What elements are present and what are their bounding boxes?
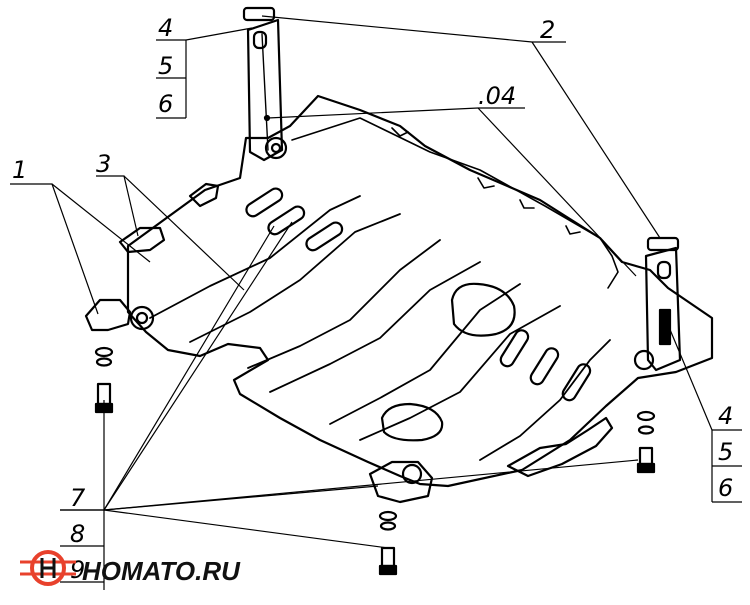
callout-bottom-8: 8 (70, 520, 85, 548)
post-bolt (658, 308, 672, 346)
watermark-logo: HOMATO.RU (20, 550, 241, 586)
logo-text: HOMATO.RU (82, 556, 241, 586)
leader-7b (103, 221, 293, 511)
top-post-edge (261, 33, 269, 151)
vent-slot (245, 187, 284, 218)
post-bolt-hole (270, 142, 282, 154)
post-bolt-head (264, 136, 288, 160)
vent-slot (529, 347, 560, 386)
logo-wing-icon (20, 560, 76, 576)
callout-2: 2 (540, 16, 555, 44)
skid-plate-outline (126, 94, 714, 488)
right-bolt-head (633, 349, 655, 371)
callout-top-4: 4 (158, 14, 173, 42)
rib-1 (149, 195, 361, 319)
leader-3b (123, 175, 245, 291)
vent-slot (499, 329, 530, 368)
leader-3 (96, 175, 139, 237)
logo-emblem-icon (30, 550, 66, 586)
callout-3: 3 (96, 150, 111, 178)
box-bl-lines (60, 509, 105, 590)
top-post-cap (242, 6, 276, 22)
callout-04: .04 (478, 82, 516, 110)
back-flange (291, 117, 619, 289)
front-bolt-head (401, 463, 423, 485)
rib-5 (329, 283, 521, 425)
leader-1 (10, 183, 99, 315)
rib-2 (189, 213, 401, 343)
mount-bolt-head (129, 305, 155, 331)
bolt (638, 446, 654, 466)
callout-top-6: 6 (158, 90, 173, 118)
callout-top-5: 5 (158, 52, 173, 80)
leader-7f (103, 459, 639, 511)
leader-04b (477, 107, 637, 277)
callout-bottom-7: 7 (70, 484, 86, 512)
left-rear-bracket (118, 226, 166, 254)
leader-2 (261, 15, 566, 43)
logo-h-icon (40, 558, 56, 578)
vent-slot (561, 363, 592, 402)
front-left-bracket (368, 460, 434, 504)
leader-7d (103, 509, 389, 549)
back-flange-notches (391, 127, 581, 235)
mount-bolt-hole (135, 311, 149, 325)
right-post-cap (646, 236, 680, 252)
leader-7c (103, 225, 275, 511)
left-tab (188, 182, 220, 208)
leader-tl (185, 27, 253, 41)
washer (378, 510, 398, 522)
spring-washer (95, 357, 113, 367)
callout-right-6: 6 (718, 474, 733, 502)
bolt-head (636, 462, 656, 474)
right-post-slot (656, 260, 672, 280)
drain-opening (450, 282, 516, 337)
bolt-head (378, 564, 398, 576)
rib-6 (359, 305, 561, 441)
callout-1: 1 (12, 156, 27, 184)
callout-right-5: 5 (718, 438, 733, 466)
leader-2b (531, 41, 661, 239)
leader-1b (51, 183, 151, 263)
top-post (246, 18, 284, 162)
left-bracket (84, 298, 132, 332)
washer (94, 346, 114, 358)
rib-4 (269, 261, 481, 393)
rib-7 (479, 339, 611, 461)
box-rl-lines (711, 429, 742, 503)
spring-washer (379, 521, 397, 531)
front-right-bracket (506, 416, 614, 478)
spring-washer (637, 425, 655, 435)
bolt (380, 546, 396, 568)
washer (636, 410, 656, 422)
vent-slot (305, 221, 344, 252)
box-tl-lines (156, 39, 187, 119)
drain-opening (380, 402, 444, 442)
callout-right-4: 4 (718, 402, 733, 430)
top-post-slot (252, 30, 268, 50)
leader-rl (665, 319, 713, 431)
rib-3 (247, 239, 441, 369)
